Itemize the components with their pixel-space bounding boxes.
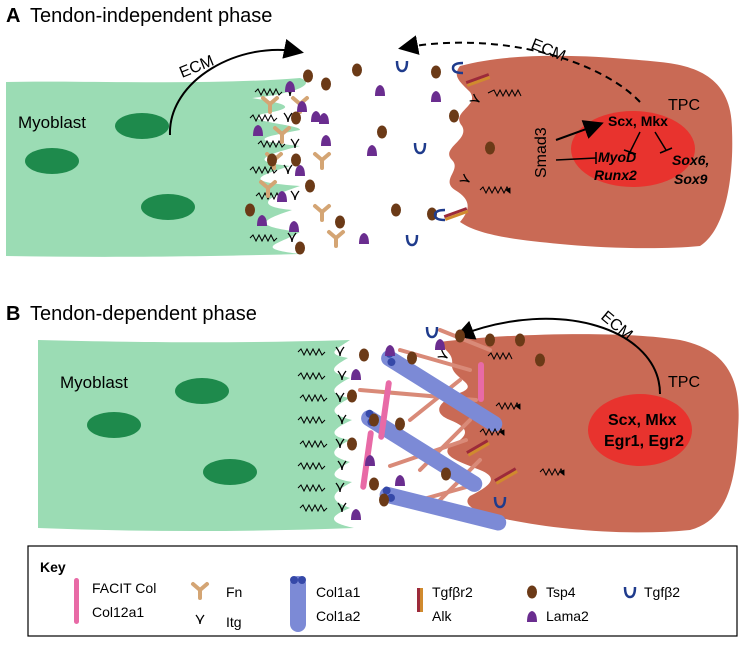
nucleus: [115, 113, 169, 139]
sox6-label: Sox6,: [672, 152, 709, 168]
myod-label: MyoD: [598, 149, 636, 165]
genes-line2: Egr1, Egr2: [604, 433, 684, 450]
key-col1: Col1a1: [316, 584, 361, 600]
nucleus: [87, 412, 141, 438]
nucleus: [25, 148, 79, 174]
panel-b-title: Tendon-dependent phase: [30, 303, 257, 325]
tpc-nucleus-b: [588, 394, 692, 466]
ecm-arrow: [168, 39, 304, 136]
ecm-particles-b: [347, 325, 565, 520]
facit-col-swatch: [74, 578, 79, 624]
collagen-swatch: [290, 576, 306, 632]
tpc-label-b: TPC: [668, 374, 700, 391]
smad-arrow: [555, 120, 604, 141]
key-box: [27, 545, 738, 637]
key-lama2: Lama2: [546, 608, 589, 624]
key-tsp4: Tsp4: [546, 584, 576, 600]
myoblast-label-b: Myoblast: [60, 373, 128, 392]
scx-mkx-a: Scx, Mkx: [608, 113, 668, 129]
key-facit2: Col12a1: [92, 604, 144, 620]
panel-a-letter: A: [6, 5, 20, 27]
key-itg: Itg: [226, 614, 242, 630]
panel-a-title: Tendon-independent phase: [30, 5, 272, 27]
ecm-particles-a: [352, 59, 459, 247]
inhibit-line: [555, 157, 597, 161]
panel-b-letter: B: [6, 303, 20, 325]
genes-line1: Scx, Mkx: [608, 412, 677, 429]
key-alk: Alk: [432, 608, 452, 624]
ecm-dashed-arrow: [398, 35, 641, 103]
nucleus: [203, 459, 257, 485]
tpc-label-a: TPC: [668, 97, 700, 114]
key-fn: Fn: [226, 584, 242, 600]
key-col2: Col1a2: [316, 608, 361, 624]
myoblast-label-a: Myoblast: [18, 113, 86, 132]
tpc-receptors-a: [433, 61, 522, 222]
myoblast-cell-b: [38, 340, 354, 531]
ecm-arrow-b: [454, 317, 661, 395]
nucleus: [141, 194, 195, 220]
receptor-swatch: [417, 586, 423, 614]
runx2-label: Runx2: [594, 167, 637, 183]
collagen-fibrils: [360, 349, 507, 531]
key-facit1: FACIT Col: [92, 580, 156, 596]
ecm-label: ECM: [177, 53, 216, 82]
key-tgfb2: Tgfβ2: [644, 584, 680, 600]
smad3-label: Smad3: [533, 127, 550, 178]
sox9-label: Sox9: [674, 171, 708, 187]
myoblast-cell-a: [6, 78, 307, 257]
key-tgfbr2: Tgfβr2: [432, 584, 473, 600]
tsp4-swatch: [527, 585, 537, 599]
nucleus: [175, 378, 229, 404]
key-title: Key: [40, 559, 66, 575]
